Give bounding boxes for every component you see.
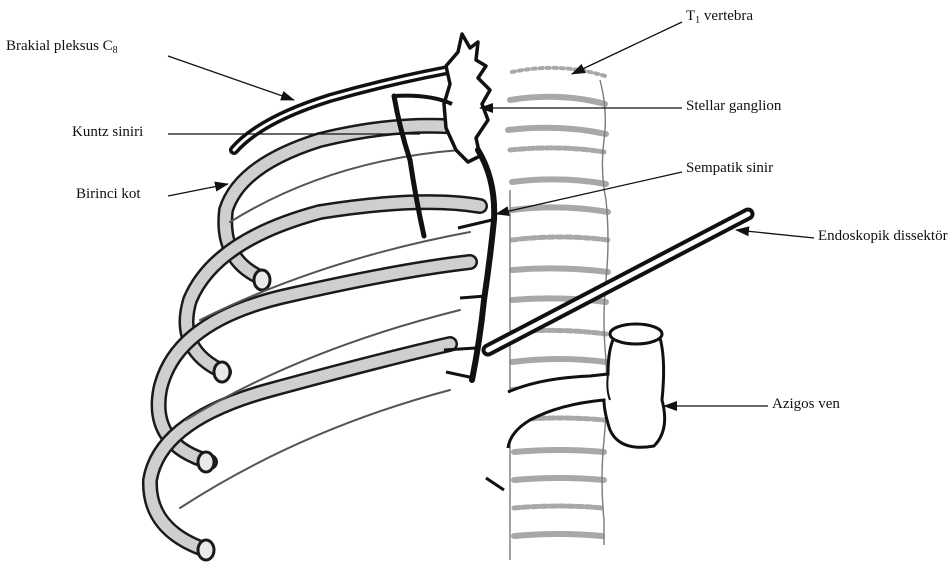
azygos-vein: [508, 324, 665, 448]
label-brachial-plexus: Brakial pleksus C8: [6, 38, 118, 56]
label-endoscopic-dissector: Endoskopik dissektör: [818, 228, 948, 245]
rib-4: [150, 344, 450, 550]
label-stellar-ganglion: Stellar ganglion: [686, 98, 781, 115]
label-kuntz-nerve: Kuntz siniri: [72, 124, 143, 141]
stellate-ganglion: [444, 34, 490, 162]
label-azygos-vein: Azigos ven: [772, 396, 840, 413]
label-sympathetic-nerve: Sempatik sinir: [686, 160, 773, 177]
ribs: [150, 126, 480, 560]
label-first-rib: Birinci kot: [76, 186, 141, 203]
label-t1-vertebra: T1 vertebra: [686, 8, 753, 26]
kuntz-nerve: [394, 96, 424, 236]
